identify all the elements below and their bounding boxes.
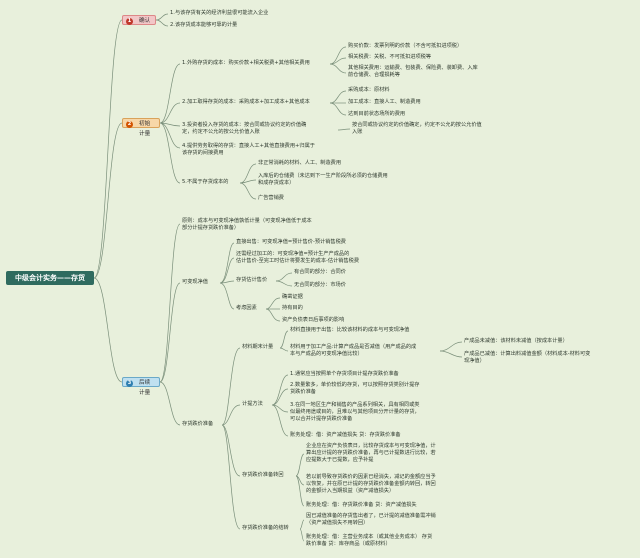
price-sub: 有合同的部分：合同价: [294, 269, 346, 275]
processing-cost-node: 2.加工取得存货的成本：采购成本+加工成本+其他成本: [182, 99, 310, 105]
purchase-sub: 前仓储费、合理损耗等: [348, 72, 400, 78]
nrv-processed: 估计售价-至完工时估计将要发生的成本-估计销售税费: [236, 258, 360, 264]
method-line: 账务处理：借：资产减值损失 贷：存货跌价准备: [290, 432, 401, 438]
reversal-line: 应提数大于已提数，应予补提: [306, 457, 374, 463]
material-result: 产成品已减值：计算出料减值金额（材料成本-材料可变: [464, 351, 591, 357]
writeoff-line: （资产减值损失不用转回）: [306, 520, 369, 526]
branch-initial-measurement[interactable]: 2 初始计量: [122, 118, 160, 137]
purchase-cost-node: 1.外购存货的成本：购买价款+相关税费+其他相关费用: [182, 60, 310, 66]
purchase-sub: 购买价款：发票列明的价款（不含可抵扣进项税）: [348, 43, 463, 49]
material-line: 材料直接用于出售：比较该材料的成本与可变现净值: [290, 327, 410, 333]
investor-node: 定，约定不公允的按公允价值入账: [182, 129, 260, 135]
method-line: 2.数量繁多，单价较低的存货，可以按照存货类别计提存: [290, 382, 420, 388]
price-node: 存货估计售价: [236, 277, 268, 283]
reversal-line: 企业应在资产负债表日，比较存货成本与可变现净值，计: [306, 443, 436, 449]
confirm-item: 1.与该存货有关的经济利益很可能流入企业: [170, 10, 269, 16]
reversal-node: 存货跌价准备转回: [242, 472, 284, 478]
purchase-sub: 相关税费：关税、不可抵扣进项税等: [348, 54, 432, 60]
processing-sub: 加工成本：直接人工、制造费用: [348, 99, 421, 105]
nrv-node: 可变现净值: [182, 279, 208, 285]
factors-node: 考虑因素: [236, 305, 257, 311]
nrv-direct-sale: 直接出售：可变现净值=预计售价-预计销售税费: [236, 239, 346, 245]
factor-item: 持有目的: [282, 305, 303, 311]
exclude-sub: 和成存货成本）: [258, 180, 295, 186]
price-sub: 无合同的部分：市场价: [294, 282, 346, 288]
method-node: 计提方法: [242, 401, 263, 407]
number-badge: 1: [126, 17, 133, 25]
exclude-sub: 非正常消耗的材料、人工、制造费用: [258, 160, 342, 166]
material-line: 本与产成品的可变现净值比较）: [290, 351, 363, 357]
number-badge: 2: [126, 120, 133, 128]
branch-confirm[interactable]: 1 确认: [122, 15, 156, 25]
reversal-line: 算出应计提的存货跌价准备，再与已计提数进行比较，若: [306, 450, 436, 456]
writeoff-line: 跌价准备 贷：库存商品（或原材料）: [306, 541, 391, 547]
reversal-line: 账务处理：借：存货跌价准备 贷：资产减值损失: [306, 502, 417, 508]
root-node[interactable]: 中级会计实务——存货: [6, 271, 94, 285]
principle-node: 原则：成本与可变现净值孰低计量（可变现净值低于成本: [182, 218, 312, 224]
labor-node: 该存货的间接费用: [182, 150, 224, 156]
reversal-line: 若以前导致存货跌价的因素已经消失，减记的金额应当予: [306, 474, 436, 480]
confirm-item: 2.该存货成本能够可靠的计量: [170, 22, 238, 28]
reversal-line: 的金额计入当期损益（资产减值损失）: [306, 488, 395, 494]
nrv-processed: 还需经过加工的：可变现净值=预计生产产成品的: [236, 251, 350, 257]
method-line: 货跌价准备: [290, 389, 316, 395]
exclude-sub: 入库后的仓储费（未达到下一生产阶段所必须的仓储费用: [258, 173, 388, 179]
branch-label: 后续计量: [139, 380, 151, 396]
purchase-sub: 其他相关费用：运输费、包装费、保险费、装卸费、入库: [348, 65, 478, 71]
writeoff-line: 因已减值准备的存货售出者了，已计提的减值准备需冲销: [306, 513, 436, 519]
labor-node: 4.提供劳务取得的存货：直接人工+其他直接费用+归属于: [182, 143, 315, 149]
material-line: 材料用于加工产品:计算产成品是否减值（用产成品的成: [290, 344, 417, 350]
provision-node: 存货跌价准备: [182, 421, 214, 427]
factor-item: 资产负债表日后事项的影响: [282, 317, 345, 323]
number-badge: 3: [126, 379, 133, 387]
branch-subsequent-measurement[interactable]: 3 后续计量: [122, 377, 160, 396]
exclude-node: 5.不属于存货成本的: [182, 179, 229, 185]
method-line: 可以合并计提存货跌价准备: [290, 416, 353, 422]
writeoff-line: 账务处理：借：主营业务成本（或其他业务成本） 存货: [306, 534, 433, 540]
method-line: 3.在同一地区生产和销售的产品系列相关，具有相同或类: [290, 402, 420, 408]
writeoff-node: 存货跌价准备的结转: [242, 525, 289, 531]
investor-node: 3.投资者投入存货的成本：按合同或协议约定的价值确: [182, 122, 307, 128]
investor-sub: 按合同或协议约定的价值确定，约定不公允的按公允价值: [352, 122, 482, 128]
factor-item: 确凿证据: [282, 294, 303, 300]
processing-sub: 达到目前状态场所的费用: [348, 111, 406, 117]
processing-sub: 采购成本：原材料: [348, 87, 390, 93]
material-result: 产成品未减值：该材料未减值（按成本计量）: [464, 338, 568, 344]
branch-label: 初始计量: [139, 121, 151, 137]
investor-sub: 入账: [352, 129, 363, 135]
reversal-line: 以恢复，并在原已计提的存货跌价准备金额内转回，转回: [306, 481, 436, 487]
principle-node: 部分计提存货跌价准备）: [182, 225, 240, 231]
method-line: 似最终用途或目的，且难以与其他项目分开计量的存货，: [290, 409, 420, 415]
material-node: 材料期末计量: [242, 344, 274, 350]
method-line: 1.通常应当按照单个存货项目计提存货跌价准备: [290, 371, 399, 377]
material-result: 现净值）: [464, 358, 485, 364]
exclude-sub: 广告营销费: [258, 195, 284, 201]
branch-label: 确认: [139, 18, 151, 24]
